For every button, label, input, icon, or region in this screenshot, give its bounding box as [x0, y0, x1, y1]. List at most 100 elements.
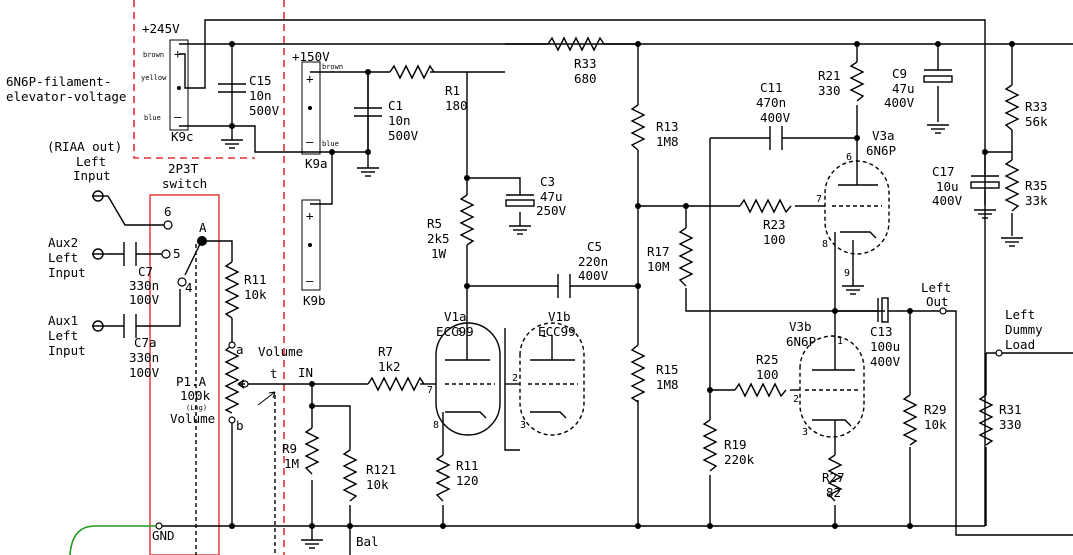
filament-label-1: 6N6P-filament-	[6, 74, 111, 89]
red-boundary-lines	[133, 0, 285, 555]
svg-text:R5: R5	[427, 216, 442, 231]
r1-resistor	[389, 64, 435, 80]
tube-v3a	[824, 160, 890, 262]
wire-yellow: yellow	[141, 74, 167, 82]
c7-capacitor	[123, 242, 137, 266]
k9b-label: K9b	[303, 293, 326, 308]
svg-text:V1b: V1b	[548, 309, 571, 324]
svg-text:b: b	[236, 418, 244, 433]
svg-text:400V: 400V	[870, 354, 901, 369]
r33a-resistor	[547, 36, 638, 52]
svg-text:R121: R121	[366, 462, 396, 477]
pot-resistor	[224, 344, 240, 414]
svg-text:1: 1	[541, 329, 547, 340]
pot-wiper	[237, 379, 276, 555]
svg-text:500V: 500V	[388, 128, 419, 143]
c5-capacitor	[557, 274, 571, 298]
svg-text:V1a: V1a	[444, 309, 467, 324]
svg-text:R21: R21	[818, 68, 841, 83]
svg-text:C7: C7	[138, 264, 153, 279]
svg-text:10u: 10u	[936, 179, 959, 194]
tube-v3b	[799, 335, 865, 440]
svg-text:10k: 10k	[366, 477, 389, 492]
svg-text:470n: 470n	[756, 95, 786, 110]
svg-text:1: 1	[837, 336, 843, 347]
svg-text:10M: 10M	[647, 259, 670, 274]
r35-resistor	[1004, 159, 1020, 212]
svg-text:82: 82	[826, 485, 841, 500]
svg-text:100V: 100V	[129, 292, 160, 307]
svg-text:switch: switch	[162, 176, 207, 191]
terminal-blocks	[169, 39, 321, 291]
svg-text:R31: R31	[999, 402, 1022, 417]
b150-label: +150V	[292, 49, 330, 64]
svg-text:2: 2	[793, 394, 799, 405]
svg-text:IN: IN	[298, 365, 313, 380]
r11a-resistor	[224, 261, 240, 319]
r23-resistor	[739, 198, 792, 214]
c17-capacitor	[970, 175, 1000, 189]
svg-text:33k: 33k	[1025, 193, 1048, 208]
svg-text:220n: 220n	[578, 254, 608, 269]
svg-text:1M8: 1M8	[656, 134, 679, 149]
svg-text:250V: 250V	[536, 203, 567, 218]
svg-text:Aux1: Aux1	[48, 313, 78, 328]
r33b-resistor	[1004, 84, 1020, 131]
svg-text:R19: R19	[724, 437, 747, 452]
svg-text:8: 8	[822, 239, 828, 250]
svg-text:3: 3	[802, 427, 808, 438]
svg-text:(Log): (Log)	[186, 404, 207, 412]
left-out-terminal	[939, 307, 947, 315]
svg-text:R29: R29	[924, 402, 947, 417]
svg-text:C5: C5	[587, 239, 602, 254]
left-out-label-2: Out	[926, 294, 949, 309]
svg-text:4: 4	[185, 280, 193, 295]
svg-text:R35: R35	[1025, 178, 1048, 193]
svg-text:100V: 100V	[129, 365, 160, 380]
junction-dots	[197, 41, 1015, 529]
tube-v1a	[435, 305, 501, 436]
svg-text:9: 9	[844, 268, 850, 279]
k9c-plus: +	[174, 46, 182, 61]
svg-text:7: 7	[427, 385, 433, 396]
r19-resistor	[702, 419, 718, 472]
svg-text:1M8: 1M8	[656, 377, 679, 392]
svg-text:R27: R27	[822, 470, 845, 485]
svg-text:180: 180	[445, 98, 468, 113]
r27-resistor	[827, 454, 843, 502]
r25-resistor	[734, 382, 787, 398]
svg-text:10k: 10k	[924, 417, 947, 432]
svg-text:ECC99: ECC99	[436, 324, 474, 339]
svg-text:6: 6	[456, 327, 462, 338]
connector-circles	[92, 190, 1003, 530]
tube-v1b	[519, 322, 585, 436]
svg-text:47u: 47u	[540, 189, 563, 204]
svg-text:1W: 1W	[431, 246, 447, 261]
svg-text:Left: Left	[1005, 307, 1035, 322]
r21-resistor	[849, 61, 865, 102]
gnd-green-wire	[69, 525, 156, 555]
svg-text:10k: 10k	[244, 287, 267, 302]
svg-text:6: 6	[846, 152, 852, 163]
k9a-label: K9a	[305, 156, 328, 171]
r121-resistor	[342, 449, 358, 502]
r5-resistor	[459, 194, 475, 246]
svg-text:Input: Input	[48, 265, 86, 280]
svg-text:7: 7	[816, 194, 822, 205]
svg-text:2: 2	[512, 373, 518, 384]
svg-text:100: 100	[763, 232, 786, 247]
r31-resistor	[978, 394, 994, 446]
r13-resistor	[630, 104, 646, 151]
labels: +245V +150V 6N6P-filament- elevator-volt…	[6, 21, 1048, 549]
k9c-label: K9c	[171, 129, 194, 144]
k9c-minus: –	[174, 109, 182, 124]
svg-text:V3b: V3b	[789, 319, 812, 334]
svg-text:220k: 220k	[724, 452, 755, 467]
svg-text:C3: C3	[540, 174, 555, 189]
svg-text:R11: R11	[456, 458, 479, 473]
svg-text:3: 3	[520, 420, 526, 431]
svg-text:V3a: V3a	[872, 128, 895, 143]
svg-text:R25: R25	[756, 352, 779, 367]
